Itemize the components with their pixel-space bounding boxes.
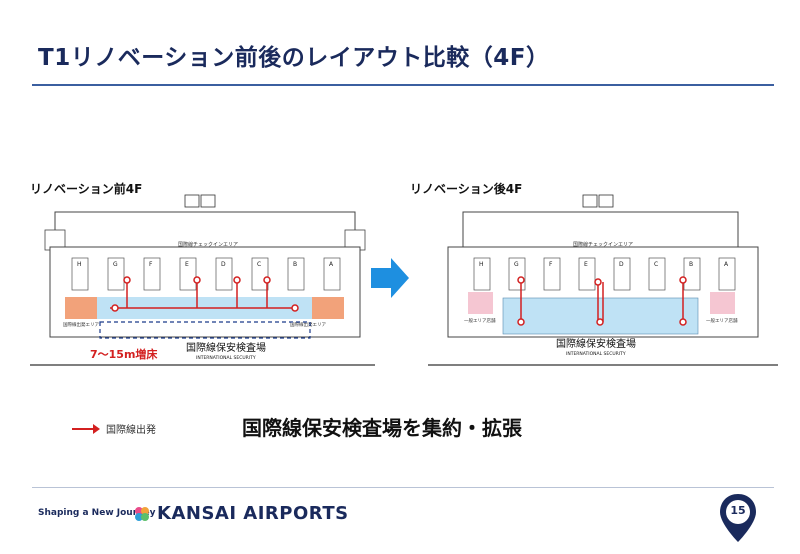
gate-block bbox=[718, 257, 736, 291]
expansion-label: 7～15m増床 bbox=[90, 347, 158, 361]
gate-label: E bbox=[584, 261, 588, 268]
gate-label: A bbox=[329, 261, 334, 268]
gate-block bbox=[578, 257, 596, 291]
gate-block bbox=[215, 257, 233, 291]
gate-label: D bbox=[619, 261, 624, 268]
gate-block bbox=[323, 257, 341, 291]
page-marker-icon bbox=[720, 494, 756, 542]
page-number: 15 bbox=[730, 504, 746, 517]
after-security-en: INTERNATIONAL SECURITY bbox=[566, 351, 626, 357]
car-icon bbox=[582, 194, 598, 208]
bus-icon bbox=[598, 194, 614, 208]
before-plan-label: リノベーション前4F bbox=[30, 182, 143, 196]
brand-name: KANSAI AIRPORTS bbox=[157, 503, 349, 524]
car-icon bbox=[184, 194, 200, 208]
departure-flow-arrow-icon bbox=[72, 423, 100, 434]
headline: 国際線保安検査場を集約・拡張 bbox=[242, 416, 522, 440]
after-left-area: 一般エリア店舗 bbox=[464, 317, 496, 324]
kansai-logo-icon bbox=[135, 506, 149, 521]
brand-logo: KANSAI AIRPORTS bbox=[133, 503, 349, 524]
gate-label: G bbox=[514, 261, 519, 268]
gate-label: D bbox=[221, 261, 226, 268]
gate-label: H bbox=[77, 261, 82, 268]
after-plan-label: リノベーション後4F bbox=[410, 182, 523, 196]
before-checkin-label: 国際線チェックインエリア bbox=[178, 241, 238, 248]
gate-label: B bbox=[689, 261, 693, 268]
gate-block bbox=[143, 257, 161, 291]
gate-label: C bbox=[257, 261, 261, 268]
before-security-label: 国際線保安検査場 bbox=[186, 341, 266, 354]
gate-block bbox=[107, 257, 125, 291]
gate-label: A bbox=[724, 261, 729, 268]
bus-icon bbox=[200, 194, 216, 208]
after-security-label: 国際線保安検査場 bbox=[556, 337, 636, 350]
gate-block bbox=[648, 257, 666, 291]
gate-label: F bbox=[149, 261, 153, 268]
gate-label: C bbox=[654, 261, 658, 268]
gate-label: G bbox=[113, 261, 118, 268]
gate-block bbox=[473, 257, 491, 291]
slide-title: T1リノベーション前後のレイアウト比較（4F） bbox=[38, 45, 550, 71]
legend: 国際線出発 bbox=[72, 421, 156, 436]
gate-label: H bbox=[479, 261, 484, 268]
gate-block bbox=[287, 257, 305, 291]
before-security-en: INTERNATIONAL SECURITY bbox=[196, 355, 256, 361]
transition-arrow-icon bbox=[371, 258, 409, 298]
after-floor-plan: 国際線チェックインエリア H G F E D C B A 一般エリア店舗 一般エリア店舗 国際… bbox=[428, 194, 778, 366]
after-right-area: 一般エリア店舗 bbox=[706, 317, 738, 324]
gate-label: B bbox=[293, 261, 297, 268]
gate-label: F bbox=[549, 261, 553, 268]
footer-divider bbox=[32, 487, 774, 488]
before-left-area: 国際線出発エリア bbox=[63, 321, 99, 328]
gate-block bbox=[179, 257, 197, 291]
gate-block bbox=[613, 257, 631, 291]
gate-block bbox=[71, 257, 89, 291]
before-right-area: 国際線出発エリア bbox=[290, 321, 326, 328]
gate-label: E bbox=[185, 261, 189, 268]
legend-label: 国際線出発 bbox=[106, 425, 156, 436]
title-divider bbox=[32, 84, 774, 86]
tagline: Shaping a New Journey bbox=[38, 508, 156, 518]
gate-block bbox=[543, 257, 561, 291]
gate-block bbox=[683, 257, 701, 291]
after-checkin-label: 国際線チェックインエリア bbox=[573, 241, 633, 248]
